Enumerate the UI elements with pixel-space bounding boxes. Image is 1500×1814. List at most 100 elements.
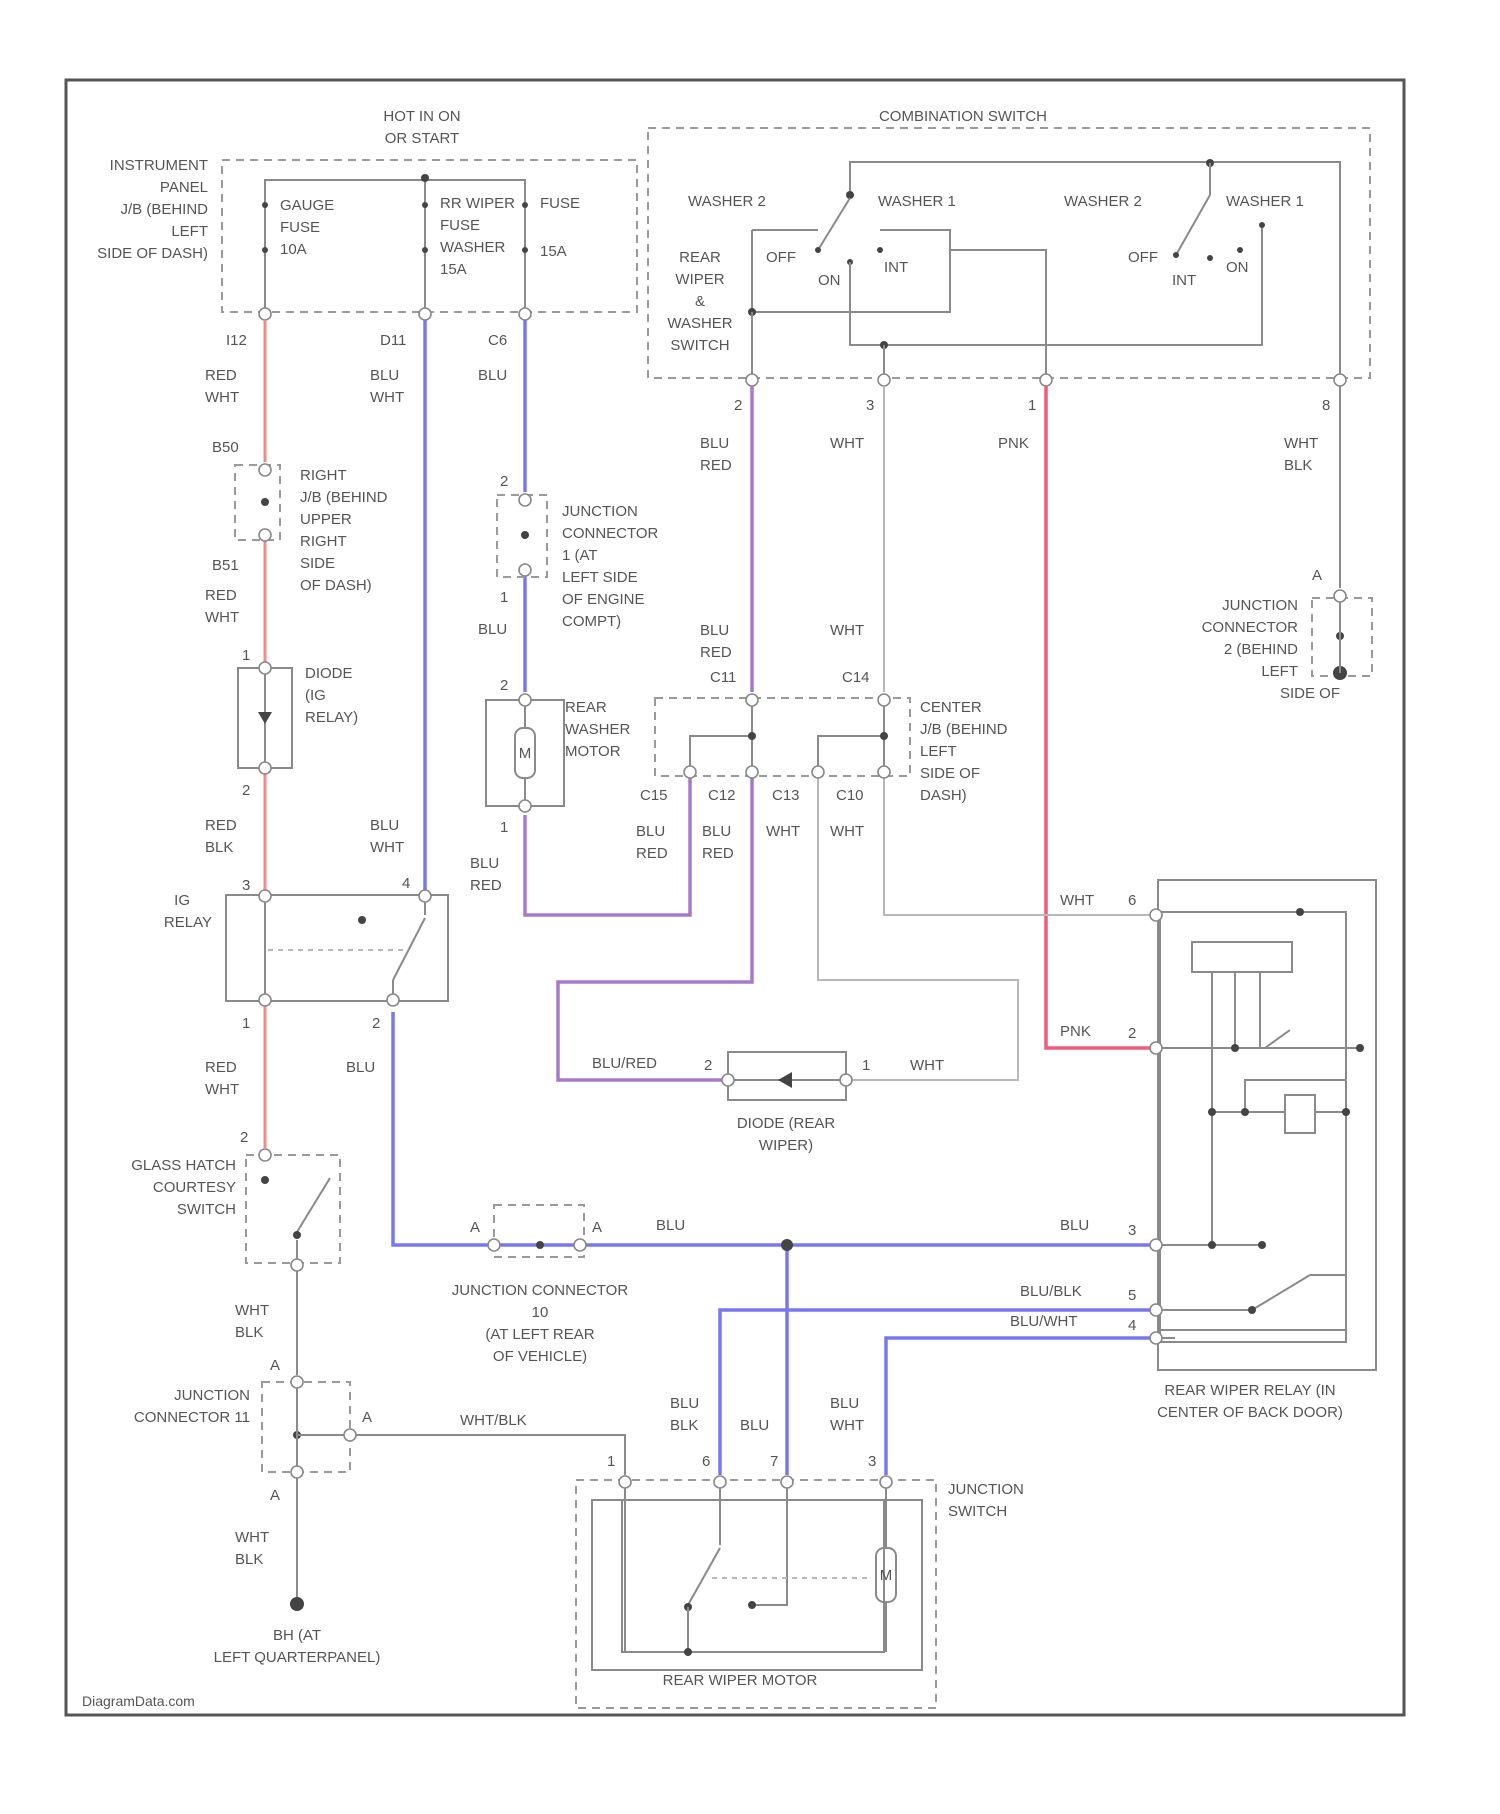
js-pin-6-terminal: [714, 1476, 726, 1488]
rwm-top-terminal: [519, 694, 531, 706]
rr-pin-6-label: 6: [1128, 892, 1136, 909]
int-right-label: INT: [1172, 272, 1196, 289]
rr-pin5-return: [1160, 1275, 1346, 1330]
washer-1-left-label: WASHER 1: [878, 193, 956, 210]
dr-left-pin: 2: [704, 1057, 712, 1074]
cs-on-right-contact: [1237, 247, 1243, 253]
diode-ig-symbol: [258, 712, 272, 724]
wire-wht-4-label: WHT: [830, 823, 864, 840]
d11-terminal: [419, 308, 431, 320]
c10-terminal: [878, 766, 890, 778]
js-bottom-node: [684, 1648, 692, 1656]
right-jb-box: [235, 465, 280, 540]
js-pin-1-label: 1: [607, 1453, 615, 1470]
c15-terminal: [684, 766, 696, 778]
wire-wht-5-label: WHT: [1060, 892, 1094, 909]
ig-pin-3-label: 3: [242, 877, 250, 894]
cs-left-blade: [818, 198, 850, 250]
wire-blu-2-label: BLU: [478, 621, 507, 638]
rr-pin5-blade: [1252, 1275, 1310, 1310]
js-pin-3-label: 3: [868, 1453, 876, 1470]
ig-relay-node: [358, 916, 366, 924]
pink-wire-cs1-relay: [1046, 386, 1150, 1048]
junction-connector-10-box: [494, 1205, 584, 1257]
jc10-node: [536, 1241, 544, 1249]
off-left-label: OFF: [766, 249, 796, 266]
js-pin-1-terminal: [619, 1476, 631, 1488]
cs-mid-loop: [850, 225, 1262, 345]
fuse-label: FUSE: [540, 195, 580, 212]
ig-relay-box: [226, 895, 448, 1001]
rear-wiper-motor-inner: [622, 1500, 884, 1652]
rr-pin5-node: [1248, 1306, 1256, 1314]
rear-wiper-relay-ic: [1192, 942, 1292, 972]
right-jb-node: [261, 498, 269, 506]
jc10-right-pin: A: [592, 1219, 602, 1236]
gh-top-terminal: [259, 1149, 271, 1161]
cjb-inner-left-branch: [690, 736, 752, 766]
c14-terminal: [878, 694, 890, 706]
jc11-bottom-terminal: [291, 1466, 303, 1478]
glass-hatch-switch-box: [246, 1155, 340, 1263]
wire-wht-6-label: WHT: [910, 1057, 944, 1074]
gh-bottom-terminal: [291, 1259, 303, 1271]
js-pin-7-label: 7: [770, 1453, 778, 1470]
rr-coil-node-b: [1241, 1108, 1249, 1116]
wire-blu-5-label: BLU: [1060, 1217, 1089, 1234]
c6-label: C6: [488, 332, 507, 349]
dr-diode-symbol: [778, 1072, 792, 1088]
wht-blk-wire-jc11-js1: [355, 1435, 625, 1475]
right-jb-label: RIGHTJ/B (BEHINDUPPERRIGHTSIDEOF DASH): [300, 467, 388, 594]
rr-pin-2-terminal: [1150, 1042, 1162, 1054]
diode-ig-top-terminal: [259, 662, 271, 674]
gauge-fuse-node-a: [262, 202, 268, 208]
blue-splice-node: [781, 1239, 793, 1251]
cjb-inner-right-branch: [818, 736, 884, 766]
glass-hatch-switch-label: GLASS HATCHCOURTESYSWITCH: [131, 1157, 236, 1218]
rr-coil-box: [1285, 1095, 1315, 1133]
fuse-bus-node: [421, 174, 429, 182]
junction-connector-11-box: [262, 1382, 350, 1472]
rr-pin-3-terminal: [1150, 1239, 1162, 1251]
i12-terminal: [259, 308, 271, 320]
wire-wht-3-label: WHT: [766, 823, 800, 840]
b51-terminal: [259, 529, 271, 541]
jc11-side-pin: A: [362, 1409, 372, 1426]
ig-pin-2-terminal: [387, 994, 399, 1006]
cjb-node-left: [748, 732, 756, 740]
wht-wire-c13-diode: [818, 772, 1018, 1080]
c11-label: C11: [710, 669, 736, 686]
rr-relay-blade: [1265, 1030, 1290, 1048]
cs-washer-node-left: [846, 191, 854, 199]
wire-red-wht-3-label: REDWHT: [205, 1059, 239, 1098]
wire-wht-blk-3-label: WHT/BLK: [460, 1412, 527, 1429]
washer-1-right-label: WASHER 1: [1226, 193, 1304, 210]
blue-wht-wire-relay4-js3: [886, 1338, 1150, 1475]
rr-pin-4-terminal: [1150, 1332, 1162, 1344]
cs-pin-8-label: 8: [1322, 397, 1330, 414]
wire-blu-red-3-label: BLURED: [470, 855, 502, 894]
center-jb-label: CENTERJ/B (BEHINDLEFTSIDE OFDASH): [920, 699, 1008, 804]
wire-blu-wht-3-label: BLU/WHT: [1010, 1313, 1078, 1330]
cs-off-left-contact: [815, 247, 821, 253]
junction-connector-1-label: JUNCTIONCONNECTOR1 (ATLEFT SIDEOF ENGINE…: [562, 503, 659, 630]
fuse-15a-node-b: [522, 247, 528, 253]
combination-switch-label: COMBINATION SWITCH: [879, 108, 1047, 125]
rwm-motor-symbol: M: [519, 745, 532, 762]
cs-pin-3-terminal: [878, 374, 890, 386]
cs-right-node: [1259, 222, 1265, 228]
wire-blu-3-label: BLU: [346, 1059, 375, 1076]
rear-wiper-relay-label: REAR WIPER RELAY (INCENTER OF BACK DOOR): [1157, 1382, 1343, 1421]
rr-pin2-node-a: [1231, 1044, 1239, 1052]
rear-wiper-motor-label: REAR WIPER MOTOR: [663, 1672, 818, 1689]
js-switch-blade: [688, 1548, 720, 1605]
instrument-panel-jb-box: [222, 160, 637, 312]
jc11-top-pin: A: [270, 1357, 280, 1374]
